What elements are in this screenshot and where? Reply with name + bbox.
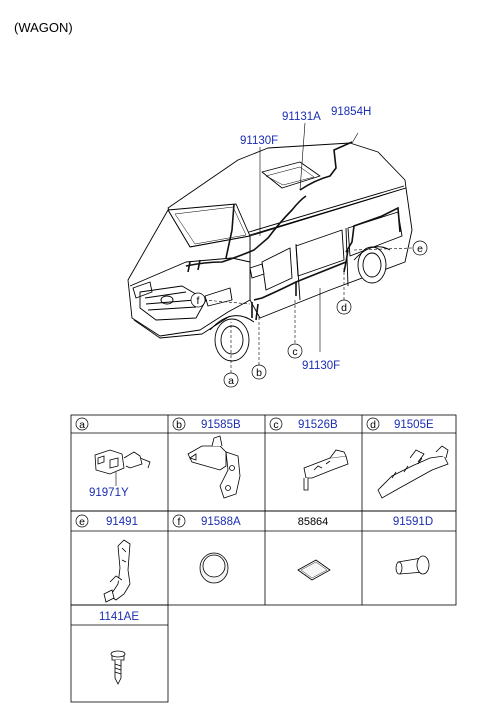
callout-91130F-upper: 91130F xyxy=(240,135,278,147)
variant-label: (WAGON) xyxy=(14,20,73,35)
svg-text:c: c xyxy=(273,419,278,431)
svg-text:f: f xyxy=(197,295,200,307)
svg-text:a: a xyxy=(79,419,85,431)
marker-d: d xyxy=(336,299,352,315)
part-91591D-plug-drawing xyxy=(395,555,430,575)
svg-text:b: b xyxy=(256,367,262,379)
part-1141AE-label: 1141AE xyxy=(99,611,139,623)
cell-c-header: c 91526B xyxy=(269,417,338,431)
part-91491-label: 91491 xyxy=(106,516,138,528)
parts-table xyxy=(70,414,457,703)
cell-e-header: e 91491 xyxy=(75,514,138,528)
marker-b: b xyxy=(251,364,267,380)
cell-b-header: b 91585B xyxy=(172,417,241,431)
part-c-connector-drawing xyxy=(303,449,349,491)
dashed-leaders xyxy=(203,247,413,373)
cell-a-header: a xyxy=(75,417,89,431)
part-85864-pad-drawing xyxy=(297,559,331,581)
part-b-bracket-drawing xyxy=(187,435,241,499)
part-d-clip-drawing xyxy=(377,445,449,499)
part-e-harness-drawing xyxy=(103,539,131,603)
part-91585B-label: 91585B xyxy=(201,419,241,431)
part-1141AE-screw-drawing xyxy=(110,650,126,685)
svg-text:e: e xyxy=(417,243,423,255)
wiring-harness xyxy=(185,141,401,321)
marker-f: f xyxy=(190,292,206,308)
svg-text:e: e xyxy=(79,516,85,528)
callout-91854H: 91854H xyxy=(331,106,371,118)
cell-d-header: d 91505E xyxy=(366,417,434,431)
svg-text:c: c xyxy=(292,346,297,358)
marker-e: e xyxy=(412,240,428,256)
leader-lines xyxy=(259,122,359,352)
van-illustration xyxy=(127,142,413,362)
svg-text:d: d xyxy=(341,302,347,314)
part-91588A-label: 91588A xyxy=(201,516,241,528)
marker-c: c xyxy=(287,343,303,359)
svg-text:f: f xyxy=(178,516,181,528)
part-91505E-label: 91505E xyxy=(394,419,434,431)
marker-a: a xyxy=(223,372,239,388)
part-91526B-label: 91526B xyxy=(298,419,338,431)
part-91591D-label: 91591D xyxy=(393,516,433,528)
part-a-bracket-drawing xyxy=(94,449,151,486)
cell-f-header: f 91588A xyxy=(172,514,241,528)
svg-text:a: a xyxy=(228,375,234,387)
callout-91131A: 91131A xyxy=(282,111,321,123)
part-91971Y-label: 91971Y xyxy=(89,487,129,499)
part-f-grommet-drawing xyxy=(199,552,229,584)
svg-text:d: d xyxy=(370,419,376,431)
part-85864-label: 85864 xyxy=(298,516,329,528)
svg-text:b: b xyxy=(176,419,182,431)
callout-91130F-lower: 91130F xyxy=(302,360,340,372)
